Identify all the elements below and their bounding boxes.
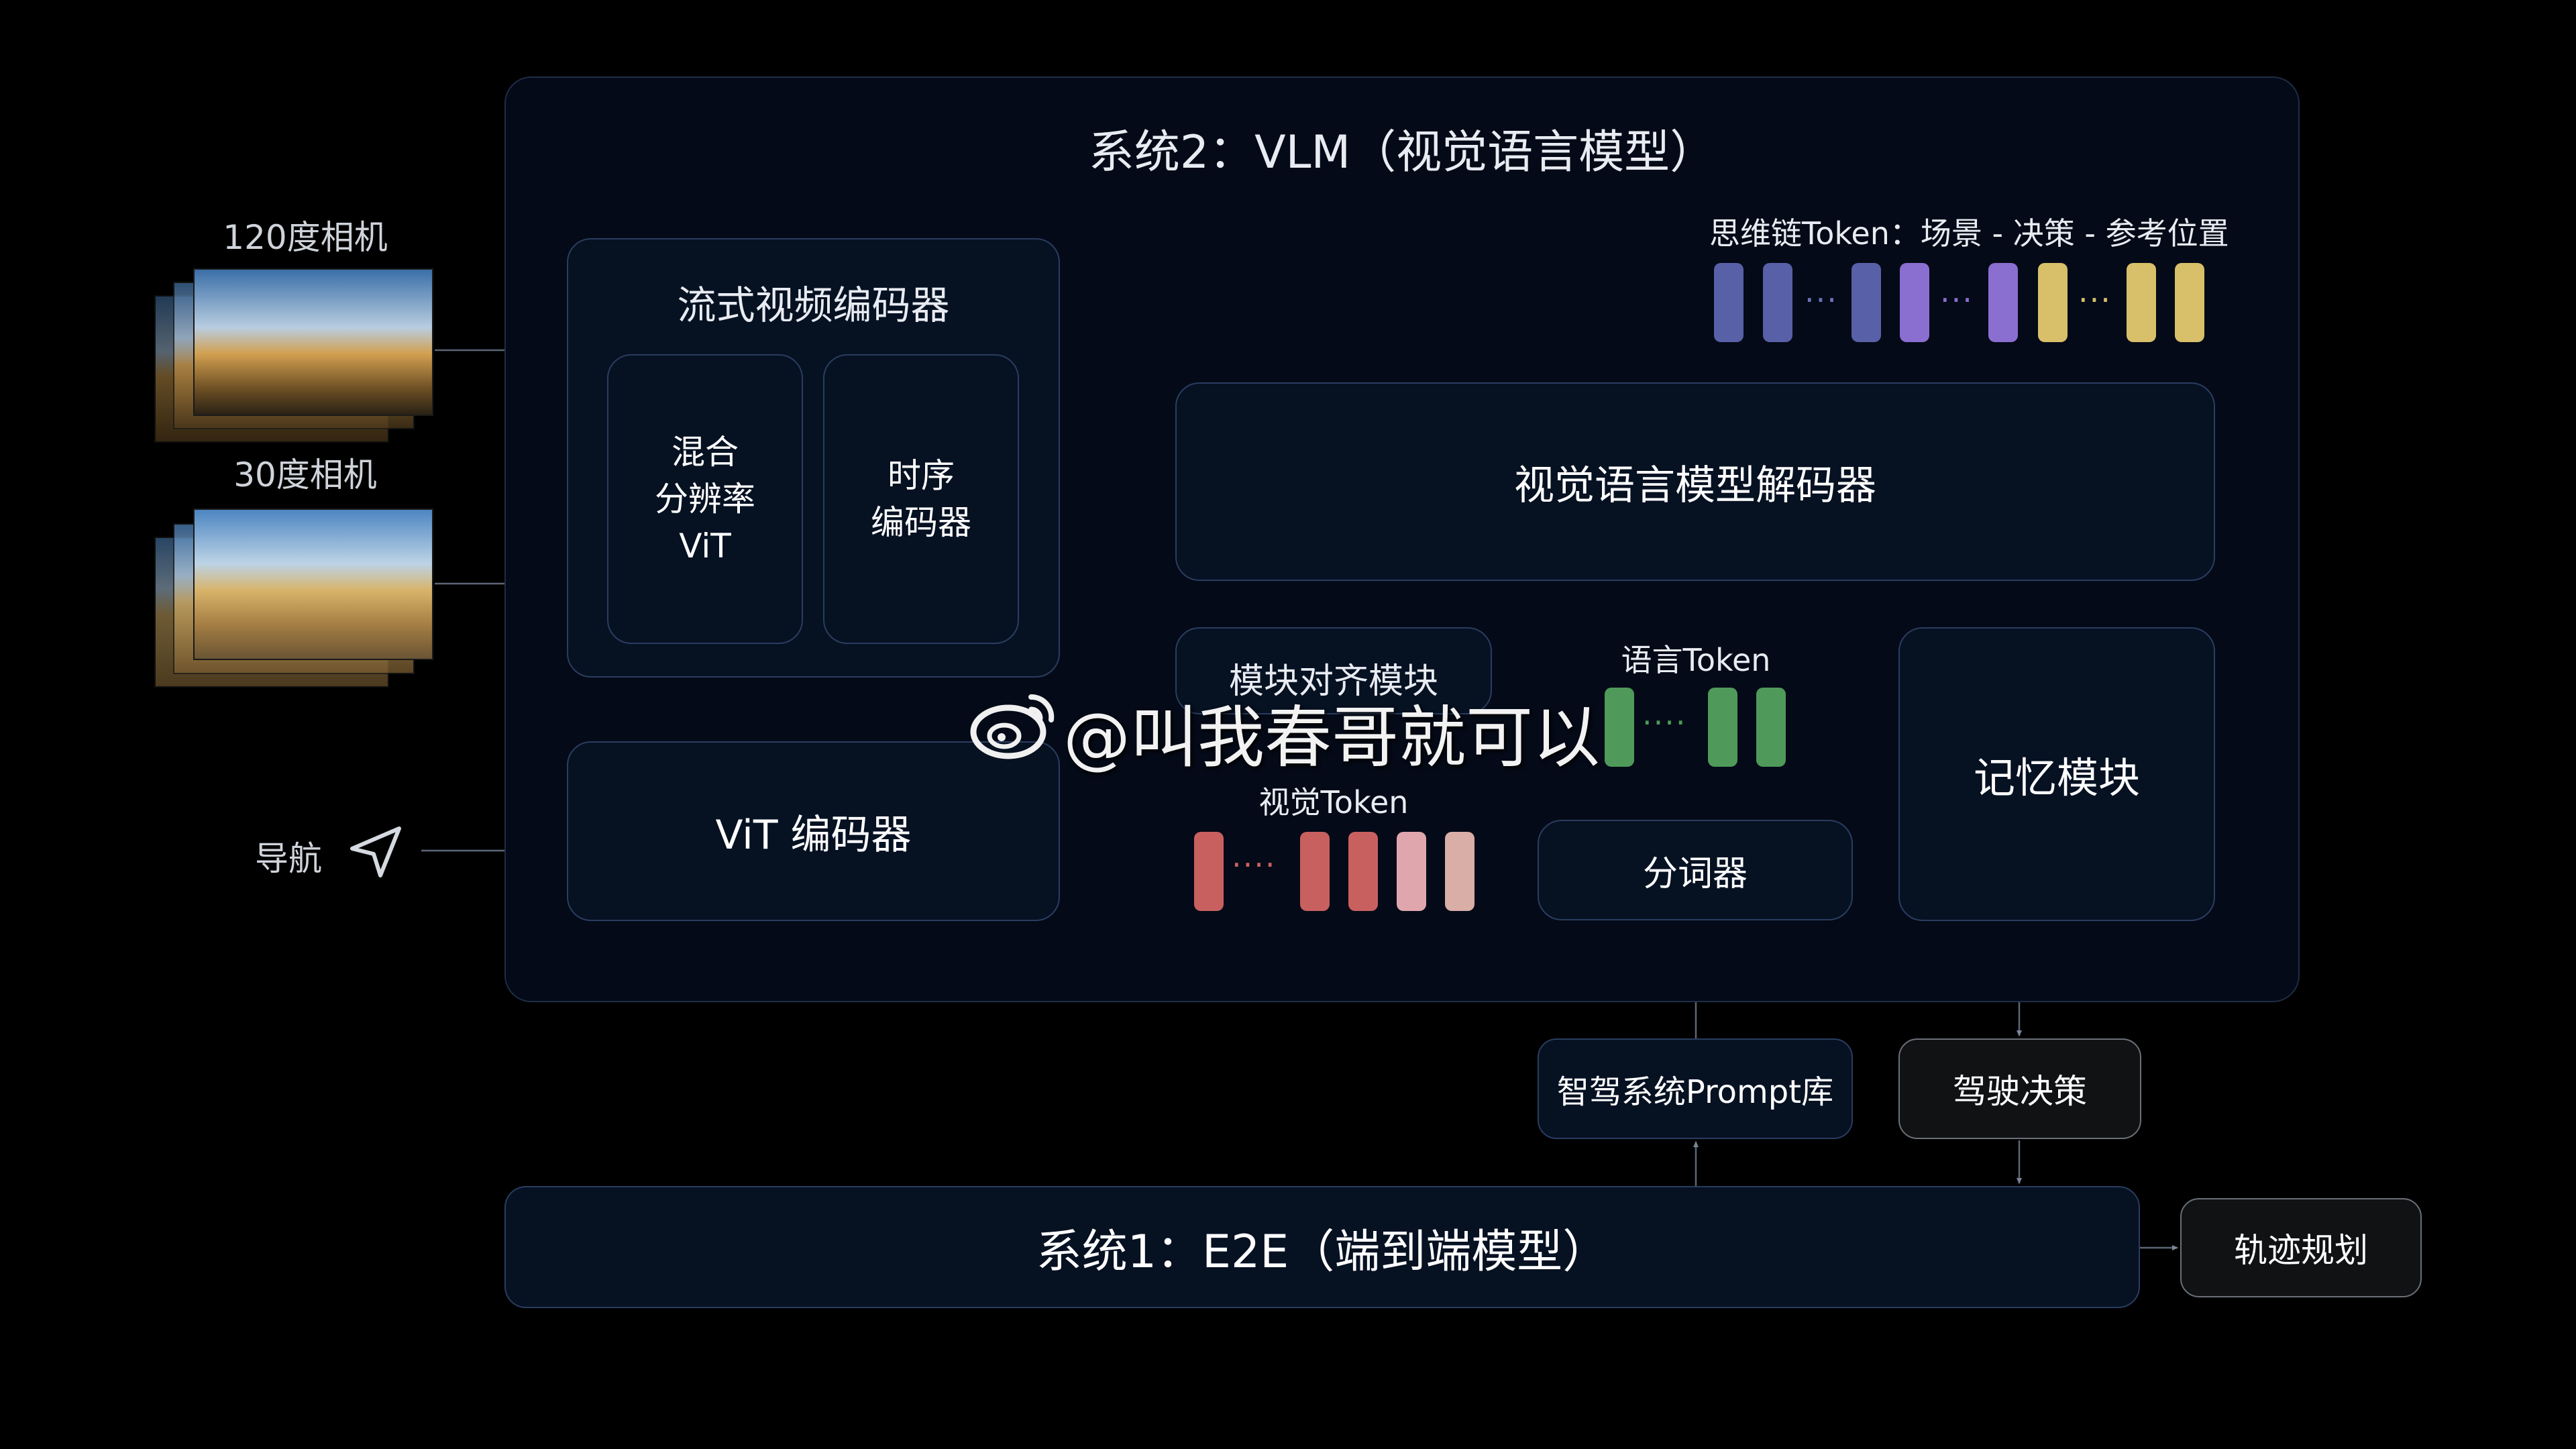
vit-encoder: ViT 编码器 — [567, 741, 1060, 921]
cot-token — [1900, 263, 1929, 342]
language-token — [1756, 688, 1786, 767]
language-tokens-label: 语言Token — [1621, 642, 1771, 678]
visual-token — [1445, 832, 1474, 911]
visual-token — [1300, 832, 1330, 911]
cot-token — [1988, 263, 2018, 342]
weibo-logo-icon — [970, 694, 1055, 759]
visual-token — [1397, 832, 1426, 911]
alignment-module — [1175, 627, 1492, 714]
system2-title: 系统2：VLM（视觉语言模型） — [1088, 125, 1716, 179]
trajectory-planning: 轨迹规划 — [2180, 1198, 2422, 1297]
camera-120-label: 120度相机 — [223, 218, 388, 257]
cot-token — [1851, 263, 1881, 342]
mixed-res-line3: ViT — [679, 527, 731, 566]
temporal-encoder: 时序 编码器 — [823, 354, 1019, 644]
cot-tokens-label: 思维链Token：场景 - 决策 - 参考位置 — [1709, 215, 2229, 252]
memory-module: 记忆模块 — [1898, 627, 2215, 921]
cot-token — [2038, 263, 2068, 342]
streaming-encoder-title: 流式视频编码器 — [677, 282, 950, 328]
temporal-line1: 时序 — [888, 456, 955, 495]
cot-token — [2127, 263, 2156, 342]
cot-token — [2175, 263, 2204, 342]
watermark-text: @叫我春哥就可以 — [1063, 698, 1600, 777]
mixed-res-line1: 混合 — [672, 433, 739, 472]
mixed-res-line2: 分辨率 — [655, 480, 755, 519]
driving-decision: 驾驶决策 — [1898, 1038, 2141, 1139]
navigation-arrow-icon — [350, 826, 401, 877]
cot-token — [1714, 263, 1743, 342]
temporal-line2: 编码器 — [871, 503, 971, 542]
visual-tokens-label: 视觉Token — [1258, 784, 1409, 820]
cot-token — [1763, 263, 1792, 342]
visual-token — [1348, 832, 1378, 911]
navigation-label: 导航 — [255, 839, 322, 878]
language-token — [1708, 688, 1737, 767]
mixed-resolution-vit: 混合 分辨率 ViT — [607, 354, 803, 644]
vlm-decoder: 视觉语言模型解码器 — [1175, 382, 2215, 581]
cot-ellipsis: ··· — [2078, 282, 2112, 318]
alignment-module-label: 模块对齐模块 — [1228, 661, 1438, 702]
cot-ellipsis: ··· — [1805, 282, 1838, 318]
tokenizer: 分词器 — [1538, 820, 1853, 920]
system1-e2e: 系统1：E2E（端到端模型） — [504, 1186, 2140, 1308]
prompt-library: 智驾系统Prompt库 — [1538, 1038, 1853, 1139]
cot-ellipsis: ··· — [1940, 282, 1974, 318]
language-token — [1605, 688, 1634, 767]
language-ellipsis: ···· — [1642, 704, 1687, 741]
visual-ellipsis: ···· — [1232, 847, 1277, 883]
camera-30-label: 30度相机 — [233, 455, 377, 494]
visual-token — [1194, 832, 1224, 911]
